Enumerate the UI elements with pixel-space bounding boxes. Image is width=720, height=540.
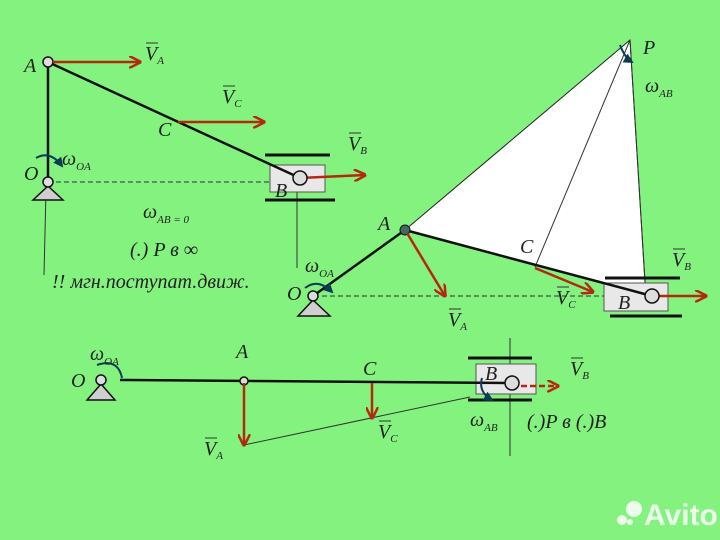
label-VB: VB: [672, 249, 691, 273]
velocity-vector-B: [299, 175, 365, 178]
joint-O: [42, 176, 54, 188]
label-A: A: [234, 341, 249, 363]
joint-B: [292, 170, 308, 186]
line-PC: [534, 39, 631, 268]
link-OAB: [119, 378, 513, 385]
translational-motion-note: !! мгн.поступат.движ.: [52, 271, 250, 293]
icc-at-B-note: (.)P в (.)B: [527, 411, 606, 433]
watermark-logo-icon: [627, 519, 633, 525]
joint-O: [95, 374, 107, 386]
label-VC: VC: [378, 421, 398, 445]
label-P: P: [642, 37, 655, 59]
pivot-support: [85, 382, 117, 401]
joint-B: [504, 375, 520, 391]
velocity-vector-A: [405, 232, 445, 296]
label-C: C: [158, 119, 172, 141]
connecting-rod-AB: [47, 60, 301, 180]
label-omega-AB: ωAB: [645, 75, 673, 100]
joint-B: [644, 288, 660, 304]
rotation-arrow-icon: [96, 362, 123, 379]
watermark-text: Avito: [644, 499, 718, 532]
diagram-icc-P: P ωAB A C O B ωOA VB VC VA: [287, 37, 706, 333]
avito-watermark: Avito: [617, 499, 718, 532]
diagram-icc-at-B: ωOA O A C B VB ωAB (.)P в (.)B VA VC: [71, 338, 606, 462]
label-B: B: [275, 180, 287, 202]
label-omega-OA: ωOA: [62, 148, 91, 173]
velocity-vector-C: [534, 266, 593, 292]
joint-O: [307, 290, 319, 302]
label-VC: VC: [222, 86, 242, 110]
rotation-arrow-icon: [304, 282, 334, 294]
perpendicular-line-A: [43, 189, 47, 276]
label-omega-AB-zero: ωAB = 0: [143, 201, 189, 226]
label-omega-OA: ωOA: [305, 255, 334, 280]
label-VA: VA: [448, 309, 467, 333]
watermark-logo-icon: [626, 501, 642, 517]
label-A: A: [22, 55, 37, 77]
line-PB: [629, 39, 646, 283]
rotation-arrow-icon: [480, 377, 494, 401]
label-VA: VA: [145, 43, 164, 67]
label-omega-AB: ωAB: [470, 409, 498, 434]
diagram-translational: A O C B VA VC VB ωOA ωAB = 0 (.) P в ∞ !…: [22, 42, 367, 293]
pivot-support: [31, 184, 65, 201]
label-VB: VB: [570, 358, 589, 382]
velocity-distribution-line: [243, 396, 471, 446]
label-C: C: [363, 358, 377, 380]
label-C: C: [520, 236, 534, 258]
icc-at-infinity-note: (.) P в ∞: [130, 239, 198, 261]
label-B: B: [485, 363, 497, 385]
crank-OA: [312, 228, 406, 298]
label-A: A: [376, 213, 391, 235]
label-O: O: [287, 283, 301, 305]
label-B: B: [618, 292, 630, 314]
watermark-logo-icon: [617, 515, 627, 525]
joint-A: [399, 224, 411, 236]
connecting-rod-AB: [404, 228, 653, 298]
joint-A: [42, 56, 54, 68]
label-O: O: [71, 370, 85, 392]
rotation-arrow-icon: [619, 44, 634, 63]
rotation-arrow-icon: [35, 154, 64, 168]
label-VC: VC: [556, 287, 576, 311]
label-O: O: [24, 163, 38, 185]
label-VA: VA: [204, 438, 223, 462]
label-VB: VB: [348, 133, 367, 157]
pivot-support: [296, 298, 332, 317]
label-omega-OA: ωOA: [90, 343, 119, 368]
